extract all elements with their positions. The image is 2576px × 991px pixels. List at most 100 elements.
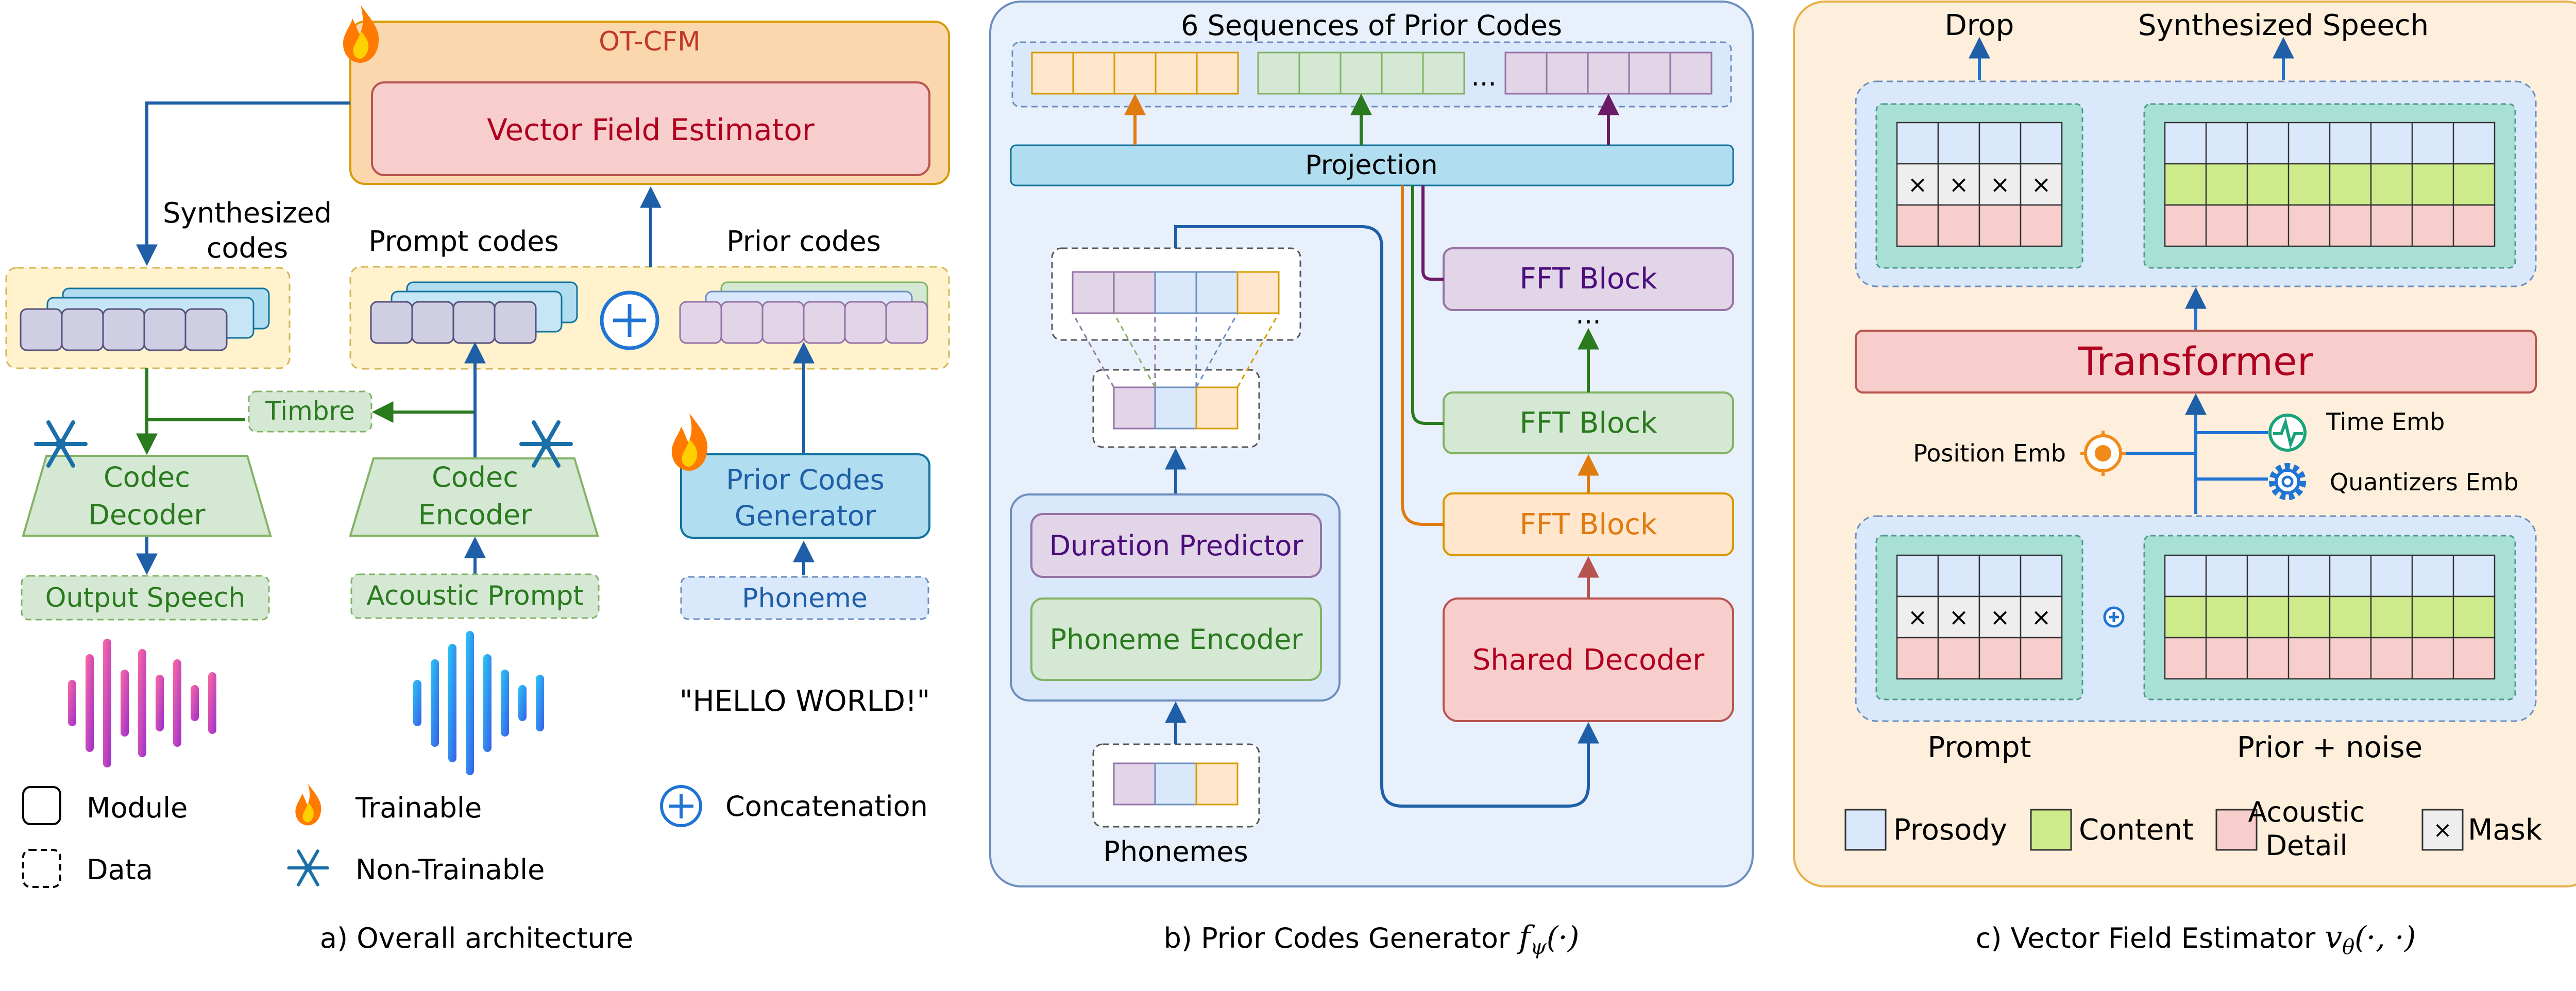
timbre-label: Timbre [265, 396, 355, 426]
output-drop-grid [1896, 122, 2063, 247]
prior-codes-generator-module [680, 453, 930, 539]
fire-icon [295, 783, 321, 826]
legend-concatenation-label: Concatenation [725, 790, 928, 823]
prior-codes-title: 6 Sequences of Prior Codes [1181, 9, 1562, 42]
codec-encoder-label-line2: Encoder [418, 499, 533, 531]
drop-label: Drop [1945, 9, 2014, 42]
vector-field-estimator-label: Vector Field Estimator [487, 112, 815, 147]
prior-noise-grid [2164, 554, 2496, 680]
legend-module-label: Module [87, 792, 188, 824]
position-emb-label: Position Emb [1913, 439, 2066, 467]
phoneme-encoder-module [1030, 597, 1322, 681]
gear-icon [2269, 463, 2306, 500]
snowflake-icon [34, 420, 88, 468]
legend-content-swatch [2030, 809, 2072, 851]
prompt-mask-marks: × × × × [1908, 603, 2052, 631]
vector-field-estimator-module [371, 81, 930, 176]
output-speech-grid [2164, 122, 2496, 247]
legend-mask-mark: × [2433, 817, 2452, 843]
prompt-grid [1896, 554, 2063, 680]
legend-prosody-swatch [1844, 809, 1887, 851]
ot-cfm-label: OT-CFM [599, 26, 701, 57]
output-speech-label: Output Speech [45, 583, 246, 613]
projection-label: Projection [1305, 150, 1437, 181]
prior-noise-label: Prior + noise [2237, 731, 2422, 764]
output-mask-marks: × × × × [1908, 170, 2052, 198]
prompt-codes-label: Prompt codes [368, 225, 558, 258]
concat-plus-icon [600, 291, 659, 350]
mask-mark: × [1990, 170, 2010, 198]
codec-encoder-label-line1: Codec [432, 461, 518, 493]
fft-ellipsis: ... [1575, 299, 1601, 330]
mask-mark: × [1990, 603, 2010, 631]
target-icon [2080, 431, 2126, 476]
phoneme-label: Phoneme [742, 583, 868, 614]
output-speech-data [21, 575, 270, 621]
snowflake-icon [287, 849, 329, 886]
timbre-data [248, 390, 372, 433]
synthesized-codes-stack [20, 287, 270, 351]
duration-sequence-cells [1113, 386, 1239, 430]
synthesized-codes-label-line1: Synthesized [163, 197, 332, 229]
phonemes-cells [1113, 762, 1239, 806]
snowflake-icon [519, 420, 573, 468]
prompt-label: Prompt [1928, 731, 2031, 764]
mask-mark: × [2031, 170, 2052, 198]
legend-prosody-label: Prosody [1893, 813, 2007, 847]
prior-codes-label: Prior codes [726, 225, 881, 258]
acoustic-prompt-label: Acoustic Prompt [366, 580, 584, 611]
phonemes-label: Phonemes [1103, 835, 1248, 868]
projection-module [1010, 144, 1734, 186]
expanded-sequence-cells [1072, 271, 1280, 314]
fire-icon [671, 413, 708, 471]
prior-codes-generator-label-line2: Generator [735, 500, 876, 532]
legend-non-trainable-label: Non-Trainable [355, 853, 545, 886]
legend-acoustic-label-line1: Acoustic [2248, 796, 2365, 828]
synthesized-codes-label-line2: codes [207, 232, 288, 264]
mask-mark: × [1908, 603, 1928, 631]
mask-mark: × [1949, 170, 1969, 198]
expansion-lines [1072, 313, 1280, 388]
quantizers-emb-label: Quantizers Emb [2330, 468, 2519, 496]
fft-block-low-label: FFT Block [1520, 508, 1657, 541]
prior-sequence-purple [1504, 52, 1713, 95]
legend-content-label: Content [2079, 813, 2194, 847]
legend-data-swatch [22, 849, 61, 888]
prompt-codes-stack [370, 281, 578, 344]
legend-acoustic-swatch [2215, 809, 2258, 851]
prior-codes-generator-label-line1: Prior Codes [726, 464, 885, 496]
acoustic-prompt-data [350, 573, 600, 619]
legend-mask-swatch [2421, 809, 2464, 851]
legend-trainable-label: Trainable [355, 792, 482, 824]
waveform-icon [68, 639, 216, 767]
shared-decoder-label: Shared Decoder [1472, 643, 1705, 677]
duration-predictor-module [1030, 513, 1322, 578]
phoneme-encoder-label: Phoneme Encoder [1049, 623, 1303, 656]
transformer-module [1855, 330, 2537, 394]
concat-plus-icon [2103, 606, 2125, 628]
prior-codes-stack [679, 281, 928, 344]
panel-a-overall-architecture: OT-CFM Vector Field Estimator Synthesize… [5, 5, 950, 954]
mask-mark: × [1908, 170, 1928, 198]
codec-decoder-module [22, 455, 272, 537]
legend-mask-label: Mask [2468, 813, 2543, 847]
concat-plus-icon [660, 785, 702, 827]
heartbeat-icon [2268, 414, 2307, 452]
fft-block-mid-label: FFT Block [1520, 406, 1657, 440]
duration-predictor-label: Duration Predictor [1049, 529, 1304, 562]
mask-mark: × [1949, 603, 1969, 631]
prior-sequence-green [1257, 52, 1465, 95]
panel-a-caption: a) Overall architecture [320, 922, 633, 954]
fft-block-top-label: FFT Block [1520, 262, 1657, 296]
synthesized-speech-label: Synthesized Speech [2138, 9, 2429, 42]
panel-b-prior-codes-generator: 6 Sequences of Prior Codes ... Projectio… [989, 1, 1754, 959]
legend-acoustic-label-line2: Detail [2265, 829, 2347, 862]
transformer-label: Transformer [2078, 338, 2314, 384]
prior-sequence-orange [1031, 52, 1239, 95]
legend-data-label: Data [87, 853, 153, 886]
codec-encoder-module [349, 457, 599, 537]
fire-icon [343, 5, 379, 63]
